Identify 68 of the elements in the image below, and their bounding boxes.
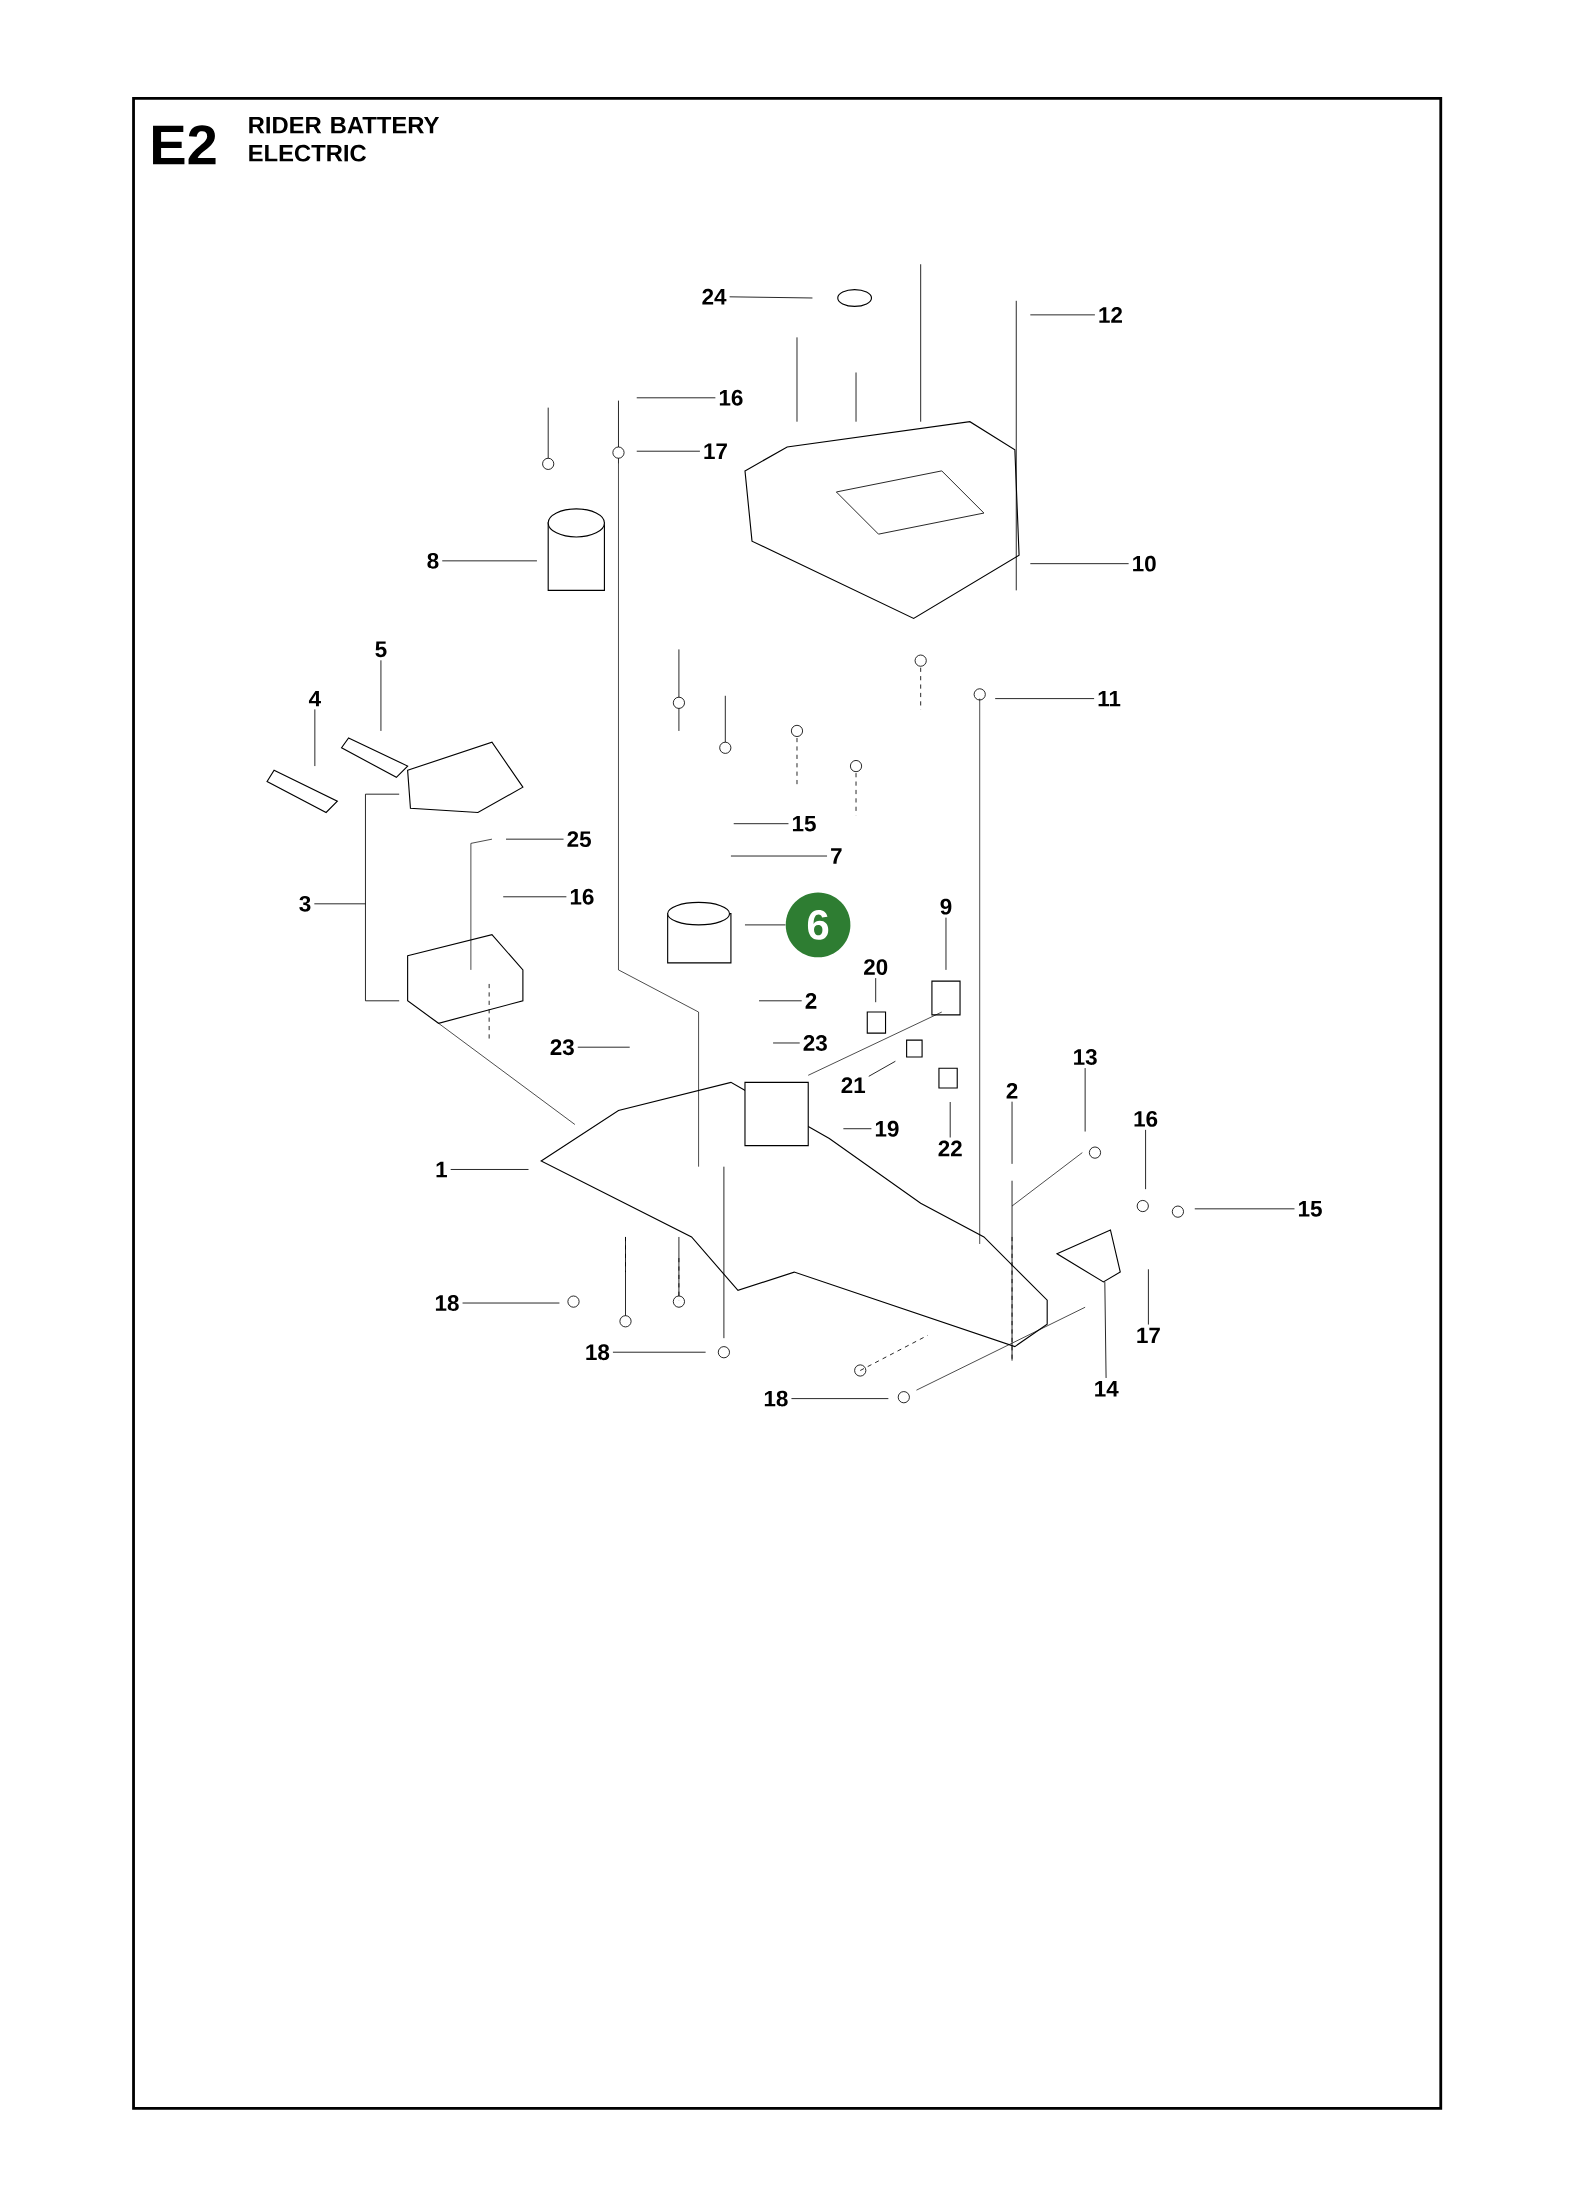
leader-line [1011,1101,1013,1165]
leader-line [441,560,538,562]
title: RIDER BATTERY ELECTRIC [249,116,440,162]
leader-line [1084,1067,1086,1132]
leader-line [868,1060,896,1077]
leader-line [744,924,786,926]
callout-number: 5 [371,638,390,660]
leader-line [636,450,701,452]
callout-number: 22 [935,1137,966,1159]
callout-number: 2 [802,990,821,1012]
callout-number: 16 [1130,1108,1161,1130]
callout-number: 18 [760,1387,792,1410]
leader-line [843,1128,872,1130]
callout-number: 14 [1091,1378,1122,1400]
leader-line [945,917,947,971]
callout-number: 10 [1129,552,1160,575]
callout-number: 21 [838,1074,869,1096]
leader-line [1104,1281,1107,1379]
callout-number: 16 [566,886,598,908]
callout-number: 18 [582,1341,613,1363]
leader-line [505,838,565,840]
leader-line [1148,1268,1149,1325]
callout-number: 23 [800,1032,831,1054]
leader-line [730,855,828,857]
callout-number: 16 [715,387,747,409]
leader-line [380,659,382,732]
callout-number: 20 [860,956,892,978]
callout-number: 6 [785,892,851,958]
callout-number: 23 [547,1036,578,1058]
callout-number: 12 [1095,304,1126,326]
callout-number: 24 [698,285,730,308]
callout-number: 2 [1003,1080,1022,1102]
leader-line [314,708,316,767]
leader-line [994,698,1095,699]
leader-line [1145,1129,1147,1190]
leader-line [313,793,400,1002]
callout-number: 25 [563,828,595,850]
leader-line [450,1169,529,1170]
section-code: E2 [153,125,216,165]
leader-line [1194,1208,1295,1210]
leader-line [577,1046,631,1048]
callout-number: 15 [1294,1198,1326,1220]
callout-number: 4 [305,688,324,710]
leader-line [772,1042,801,1044]
callout-number: 17 [700,440,731,462]
leader-line [1029,314,1096,316]
leader-line [1029,563,1130,565]
callout-number: 9 [937,895,956,918]
callout-number: 15 [788,813,820,835]
leader-line [612,1351,707,1353]
callout-number: 1 [432,1158,451,1180]
leader-line [733,823,789,825]
leader-line [791,1398,889,1399]
callout-number: 11 [1094,688,1124,710]
callout-number: 13 [1069,1046,1101,1068]
callout-number: 19 [871,1118,903,1140]
callout-number: 17 [1133,1324,1164,1346]
leader-line [636,397,716,399]
leader-line [462,1302,560,1304]
callout-number: 18 [431,1292,463,1314]
leader-line [949,1101,951,1138]
callout-number: 3 [296,893,315,915]
leader-line [875,977,877,1003]
callout-number: 8 [423,550,443,572]
leader-line [502,896,567,898]
callout-number: 7 [827,845,846,867]
leader-line [758,1000,803,1002]
leader-line [729,296,813,299]
